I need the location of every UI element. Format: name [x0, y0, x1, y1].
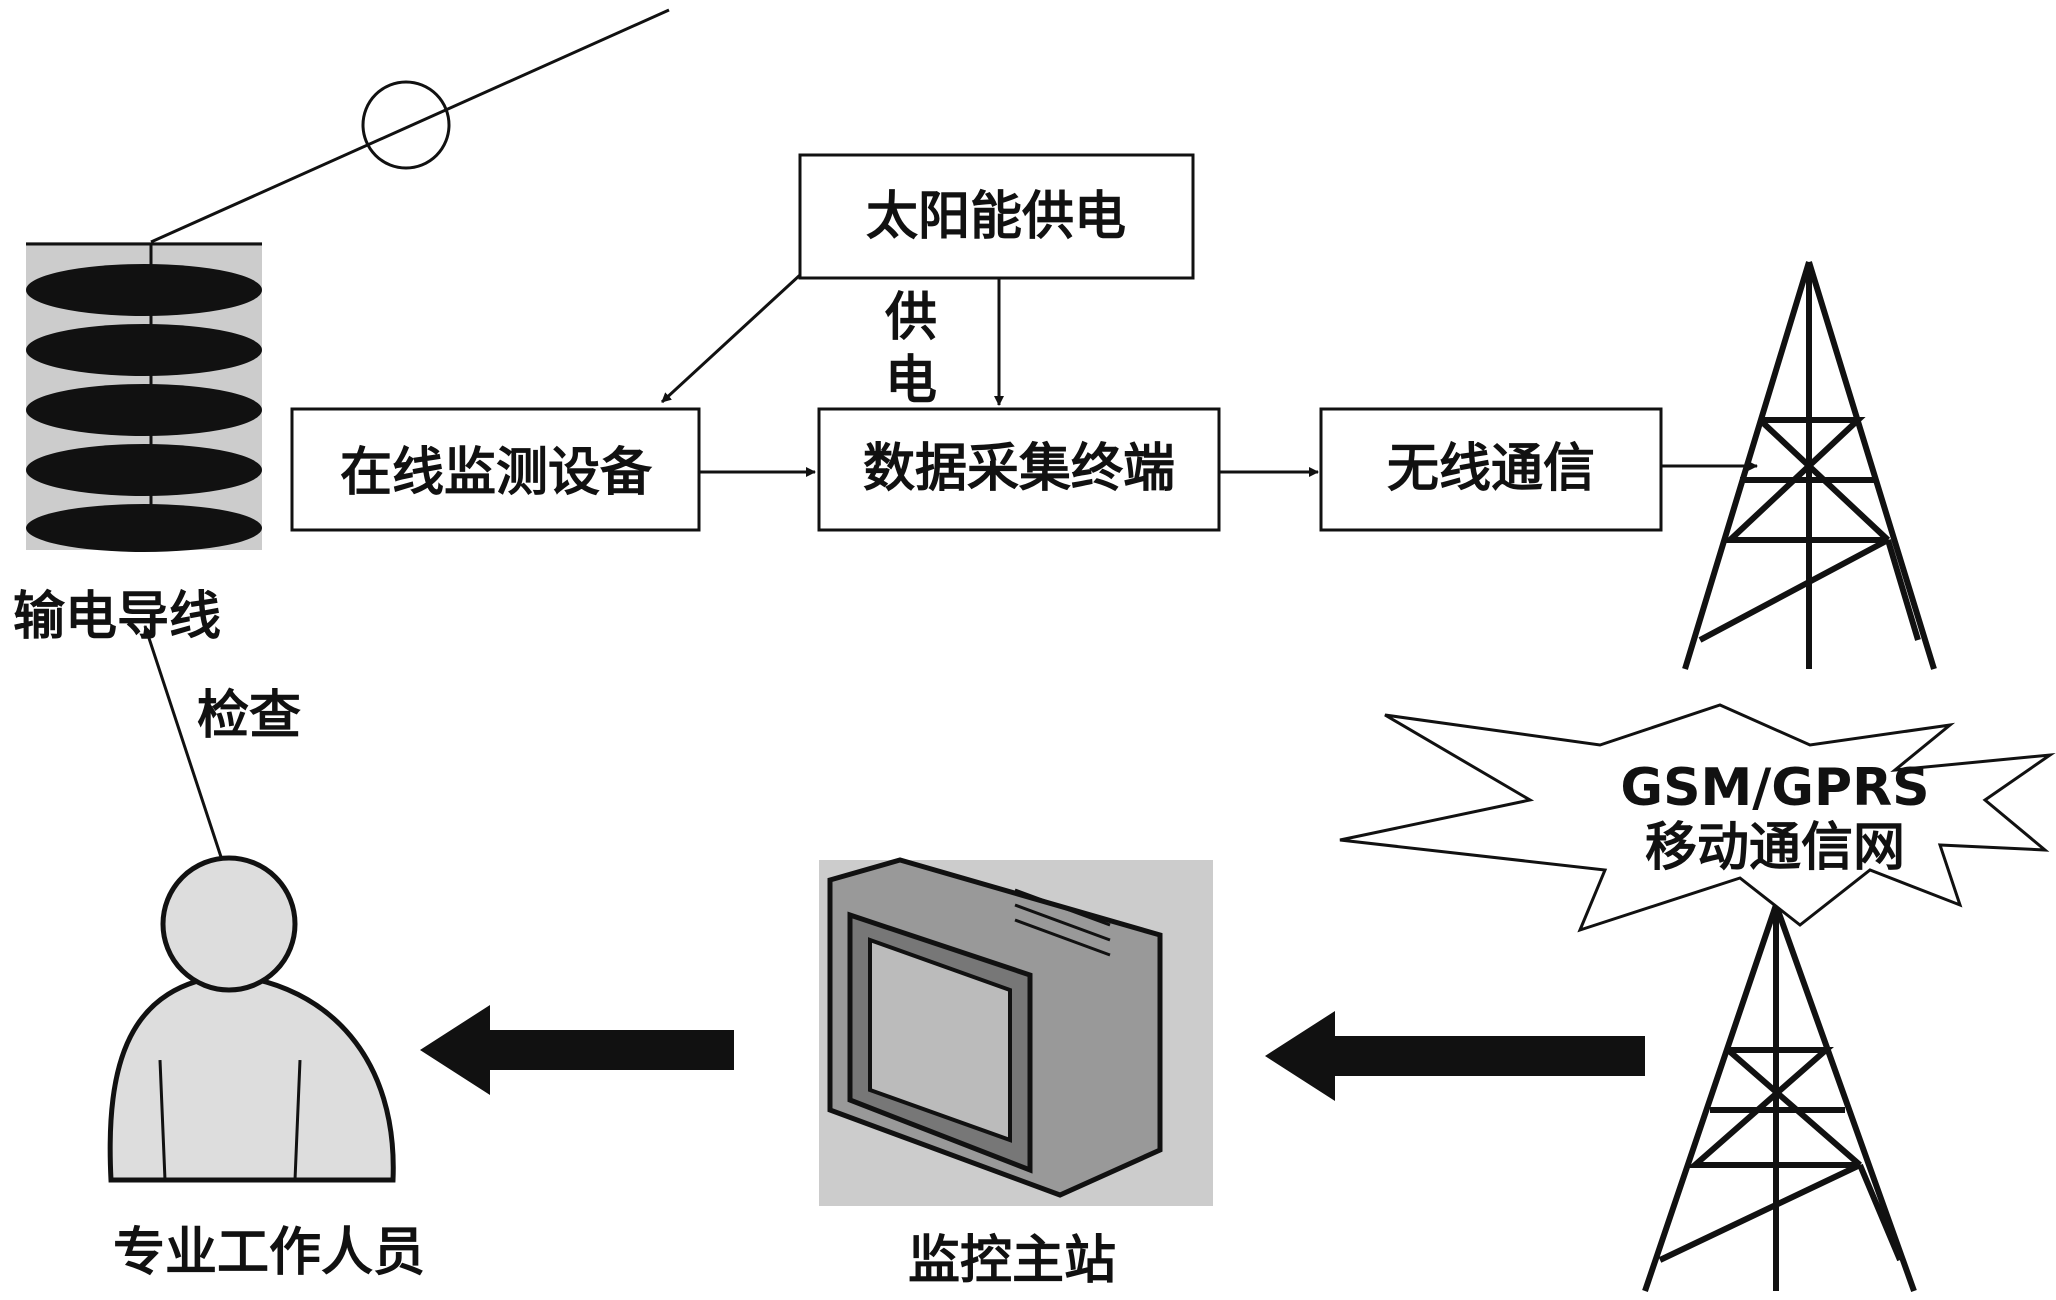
person-icon [107, 855, 396, 1183]
line-label: 输电导线 [13, 587, 221, 647]
solar-label: 太阳能供电 [866, 187, 1126, 247]
solar-box: 太阳能供电 [798, 153, 1195, 280]
burst-icon [1339, 703, 2056, 933]
tower-icon [1682, 261, 1937, 670]
arrow-station-staff [420, 1005, 734, 1095]
staff-label: 专业工作人员 [113, 1223, 425, 1283]
supply-label-2: 电 [885, 351, 937, 411]
inspect-label: 检查 [197, 686, 301, 746]
wireless-label: 无线通信 [1387, 439, 1595, 499]
arrow-inspect [143, 625, 225, 864]
monitor-box: 在线监测设备 [290, 407, 701, 532]
wireless-box: 无线通信 [1319, 407, 1663, 532]
tower-icon [1642, 903, 1917, 1293]
station-label: 监控主站 [908, 1231, 1116, 1291]
insulator-icon [26, 8, 670, 552]
network-label-2: 移动通信网 [1645, 818, 1905, 878]
collector-label: 数据采集终端 [863, 439, 1175, 499]
monitor-label: 在线监测设备 [340, 443, 653, 503]
computer-icon [819, 857, 1213, 1206]
supply-label-1: 供 [885, 288, 937, 348]
collector-box: 数据采集终端 [817, 407, 1221, 532]
arrow-solar-monitor [660, 273, 802, 404]
network-label-1: GSM/GPRS [1620, 758, 1929, 818]
arrow-network-station [1265, 1011, 1645, 1101]
